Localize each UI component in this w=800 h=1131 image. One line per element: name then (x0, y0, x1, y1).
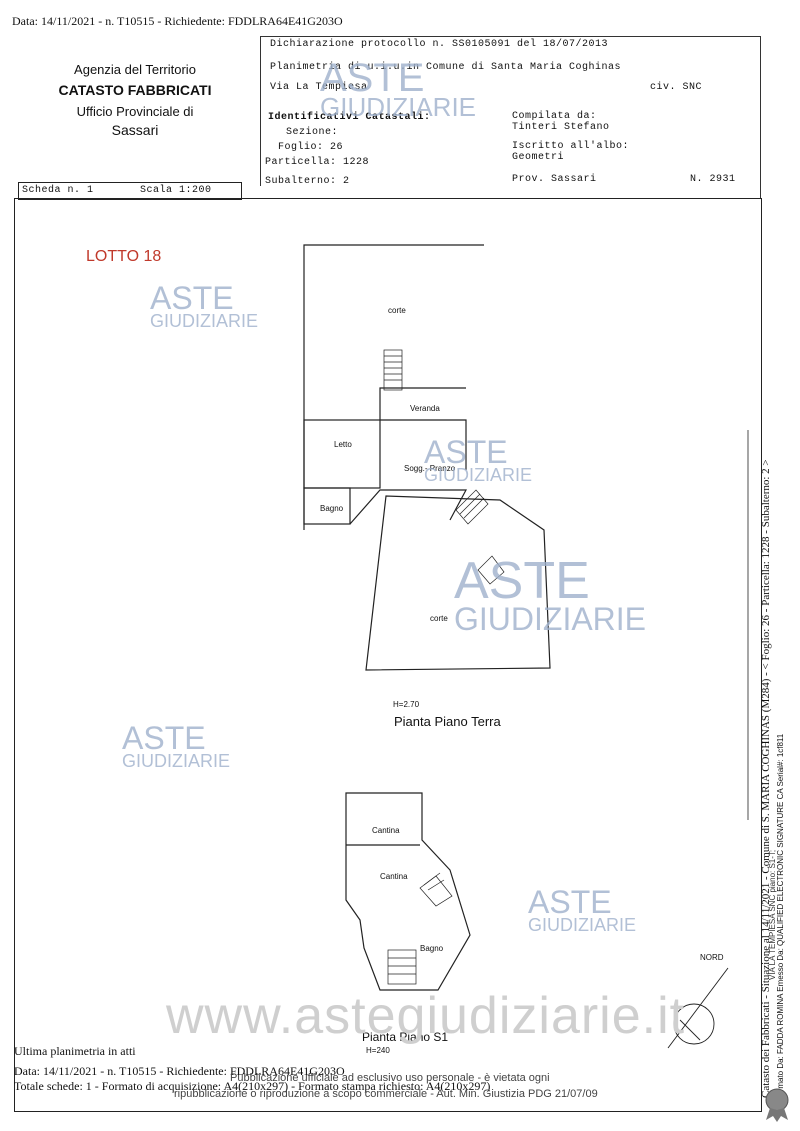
veranda-wall (380, 419, 467, 470)
sezione-field: Sezione: (286, 127, 339, 138)
room-cantina1: Cantina (372, 826, 400, 835)
room-bagno-s1: Bagno (420, 944, 444, 953)
footer-schede-line: Totale schede: 1 - Formato di acquisizio… (14, 1079, 491, 1093)
room-bagno-pt: Bagno (320, 504, 344, 513)
soggiorno-wall (349, 489, 467, 525)
provincia: Prov. Sassari (512, 174, 597, 185)
room-veranda: Veranda (410, 404, 440, 413)
room-letto: Letto (334, 440, 352, 449)
footer-request-line: Data: 14/11/2021 - n. T10515 - Richieden… (14, 1064, 345, 1078)
foglio-field: Foglio: 26 (278, 142, 344, 153)
bagno-room (303, 487, 351, 525)
ufficio-city: Sassari (111, 122, 159, 138)
scheda-box (18, 182, 242, 200)
seal-icon (765, 1088, 789, 1122)
stairs-top (383, 349, 403, 391)
header-top-rule (260, 36, 760, 37)
pianta-terra-title: Pianta Piano Terra (394, 714, 501, 729)
particella-field: Particella: 1228 (265, 157, 370, 168)
lotto-label: LOTTO 18 (86, 248, 162, 265)
planimetria-line: Planimetria di u.i.u.in Comune di Santa … (270, 62, 622, 73)
firmato-vertical-text: Firmato Da: FADDA ROMINA Emesso Da: QUAL… (776, 733, 785, 1098)
letto-room (303, 419, 381, 489)
header-divider (260, 36, 261, 186)
catasto-vertical-text: Catasto dei Fabbricati - Situazione al 1… (760, 459, 772, 1098)
via-line: Via La Tempiesa (270, 82, 368, 93)
compilata-label: Compilata da: (512, 111, 597, 122)
corte-lower-outline (365, 495, 551, 671)
room-corte-top: corte (388, 306, 406, 315)
north-arrow (667, 967, 729, 1049)
room-cantina2: Cantina (380, 872, 408, 881)
publication-notice-1: Pubblicazione ufficiale ad esclusivo uso… (230, 1072, 550, 1084)
height-s1: H=240 (366, 1046, 390, 1055)
nord-label: NORD (700, 953, 724, 962)
dichiarazione-line: Dichiarazione protocollo n. SS0105091 de… (270, 39, 609, 50)
site-watermark: www.astegiudiziarie.it (166, 987, 686, 1045)
iscritto-label: Iscritto all'albo: (512, 141, 630, 152)
height-pt: H=2.70 (393, 700, 420, 709)
room-soggiorno: Sogg.- Pranzo (404, 464, 456, 473)
via-vertical-text: VIA LA TEMPIESA SNC piano: S1-T; (768, 849, 777, 980)
scala: Scala 1:200 (140, 185, 212, 196)
ufficio-provinciale: Ufficio Provinciale di (76, 104, 194, 119)
scheda-number: Scheda n. 1 (22, 185, 94, 196)
catasto-fabbricati: CATASTO FABBRICATI (58, 82, 212, 98)
ultima-planimetria: Ultima planimetria in atti (14, 1044, 136, 1058)
publication-notice-2: ripubblicazione o riproduzione a scopo c… (174, 1088, 598, 1100)
subalterno-field: Subalterno: 2 (265, 176, 350, 187)
agency-name: Agenzia del Territorio (74, 62, 196, 77)
veranda-top-wall (379, 387, 466, 420)
page-frame (14, 198, 762, 1112)
civico: civ. SNC (650, 82, 703, 93)
stairs-s1 (387, 872, 453, 985)
room-corte-bottom: corte (430, 614, 448, 623)
header-right-rule (760, 36, 761, 198)
iscritto-value: Geometri (512, 152, 565, 163)
stairs-diagonal (455, 489, 505, 585)
numero-albo: N. 2931 (690, 174, 736, 185)
compilata-name: Tinteri Stefano (512, 122, 610, 133)
identificativi-label: Identificativi Catastali: (268, 112, 431, 123)
piano-s1-outline (345, 792, 471, 991)
top-request-line: Data: 14/11/2021 - n. T10515 - Richieden… (12, 14, 343, 28)
pianta-s1-title: Pianta Piano S1 (362, 1030, 449, 1044)
